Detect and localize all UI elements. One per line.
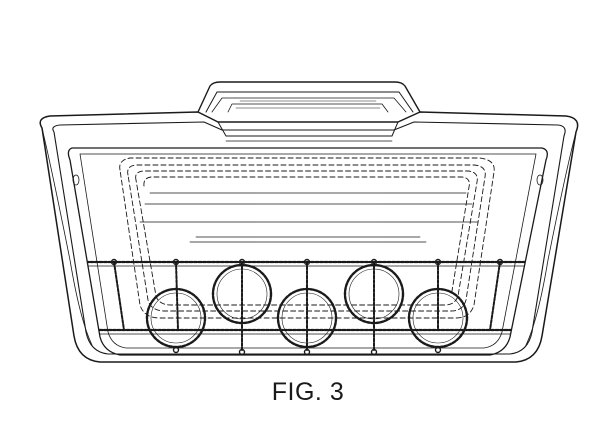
top-handle: [197, 81, 421, 113]
inner-tray: [67, 147, 548, 356]
dashed-inner-frame: [119, 157, 495, 319]
rope-net: [68, 258, 548, 355]
tray-lines: [139, 192, 479, 243]
figure-caption: FIG. 3: [271, 378, 345, 406]
outer-rim: [39, 111, 579, 363]
